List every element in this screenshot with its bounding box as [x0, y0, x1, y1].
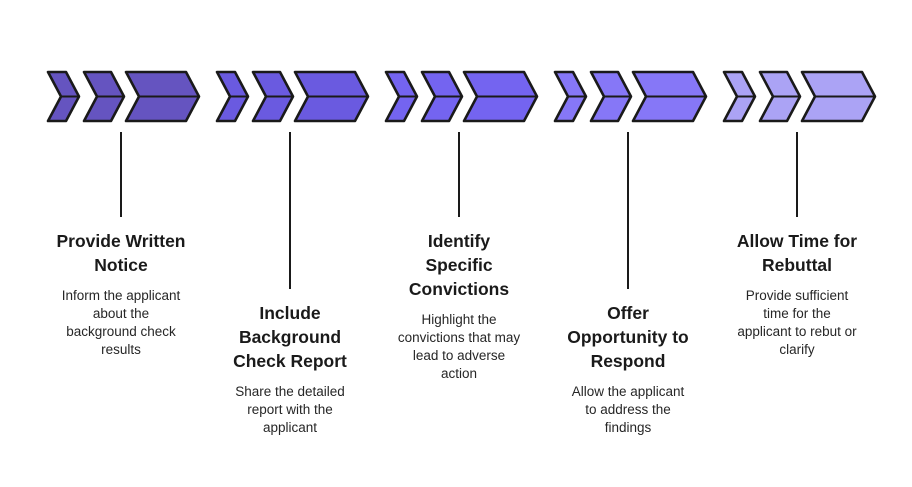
step-description-line: Inform the applicant — [61, 288, 181, 303]
step-description-line: findings — [604, 420, 652, 435]
connector-line — [289, 132, 291, 289]
step-description-line: lead to adverse — [412, 348, 506, 363]
chevron-arrows-icon — [384, 70, 539, 123]
chevron-arrows-icon — [553, 70, 708, 123]
step-title-line: Offer — [607, 303, 649, 323]
step-title-line: Notice — [94, 255, 148, 275]
step-description: Allow the applicant to address the finding… — [543, 383, 713, 437]
step-title-line: Check Report — [233, 351, 347, 371]
step-description: Share the detailed report with the applica… — [205, 383, 375, 437]
step-description: Provide sufficient time for the applicant … — [712, 287, 882, 359]
connector-line — [627, 132, 629, 289]
chevron-arrows-icon — [722, 70, 877, 123]
step-title-line: Include — [259, 303, 321, 323]
step-description: Highlight the convictions that may lead to… — [374, 311, 544, 383]
step-description-line: applicant — [262, 420, 318, 435]
step-title-line: Allow Time for — [736, 231, 858, 251]
step-description-line: background check — [66, 324, 176, 339]
step-description-line: clarify — [779, 342, 815, 357]
step-title-line: Convictions — [408, 279, 510, 299]
step-description-line: time for the — [763, 306, 831, 321]
connector-line — [458, 132, 460, 217]
step-title-line: Identify — [427, 231, 491, 251]
step-description-line: results — [101, 342, 141, 357]
step-description: Inform the applicant about the background … — [36, 287, 206, 359]
step-description-line: Provide sufficient — [745, 288, 849, 303]
connector-line — [120, 132, 122, 217]
step-description-line: Highlight the — [421, 312, 497, 327]
step-description-line: applicant to rebut or — [737, 324, 857, 339]
step-description-line: to address the — [585, 402, 671, 417]
chevron-arrows-icon — [46, 70, 201, 123]
step-title-line: Specific — [425, 255, 493, 275]
step-description-line: about the — [92, 306, 150, 321]
step-title-line: Background — [238, 327, 342, 347]
step-description-line: action — [440, 366, 478, 381]
connector-line — [796, 132, 798, 217]
step-description-line: convictions that may — [397, 330, 521, 345]
step-title-line: Rebuttal — [762, 255, 832, 275]
step-description-line: report with the — [247, 402, 333, 417]
chevron-arrows-icon — [215, 70, 370, 123]
step-title-line: Opportunity to — [567, 327, 689, 347]
step-description-line: Share the detailed — [235, 384, 345, 399]
step-title-line: Respond — [590, 351, 666, 371]
step-description-line: Allow the applicant — [571, 384, 685, 399]
step-title-line: Provide Written — [56, 231, 186, 251]
